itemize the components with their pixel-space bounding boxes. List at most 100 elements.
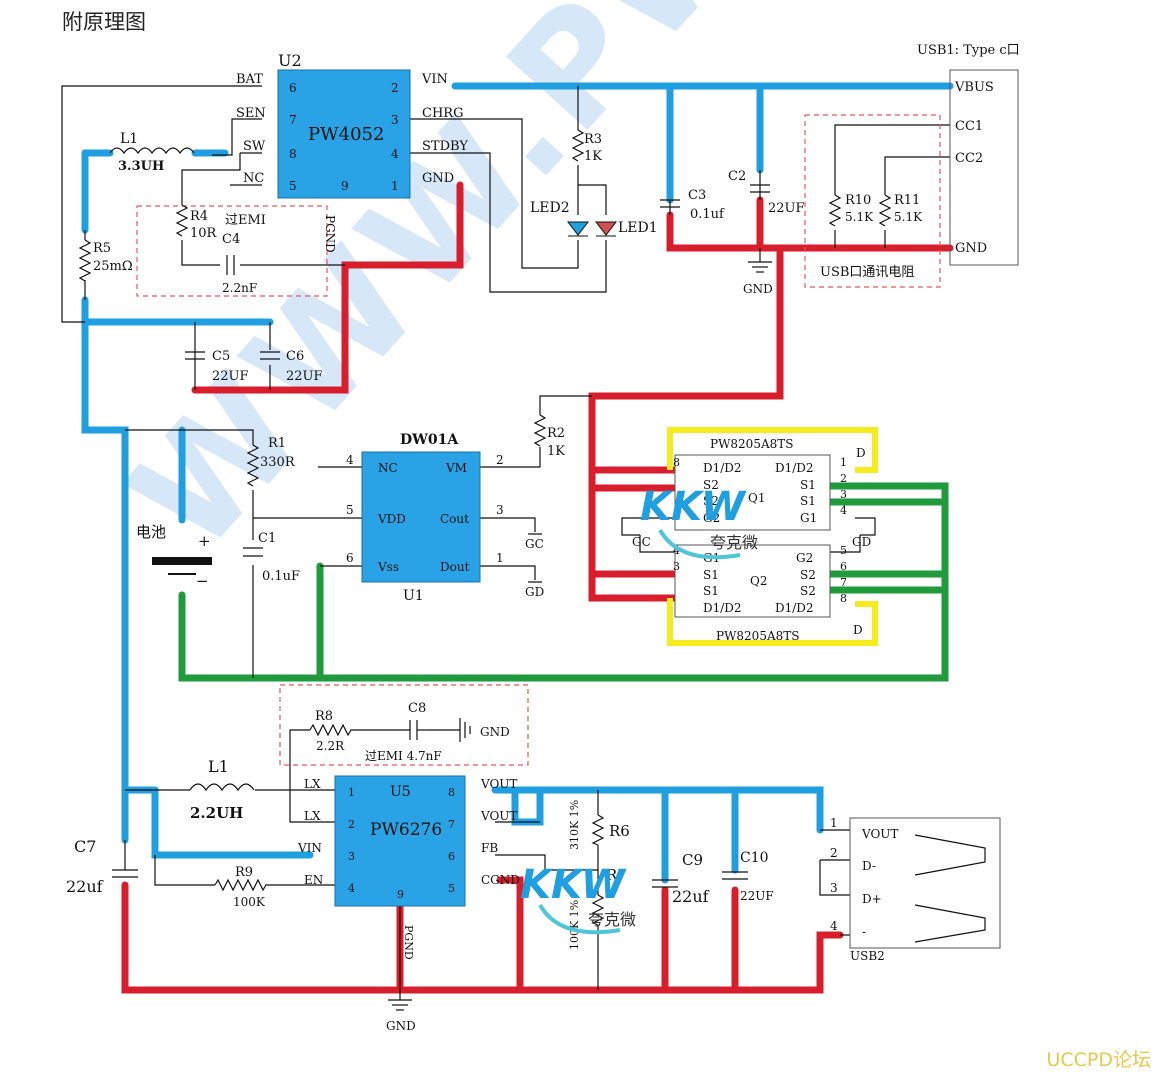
c3-ref: C3 bbox=[688, 188, 706, 203]
q2-ref: Q2 bbox=[750, 574, 767, 588]
r6-value: 310K 1% bbox=[568, 800, 581, 850]
r2-ref: R2 bbox=[547, 426, 565, 441]
boost-passives bbox=[112, 718, 748, 1011]
r11-ref: R11 bbox=[894, 193, 920, 208]
u2-pin8: 8 bbox=[289, 147, 297, 161]
c1-ref: C1 bbox=[258, 531, 276, 546]
q1-d1d2-right: D1/D2 bbox=[775, 461, 814, 475]
emi2-label: 过EMI 4.7nF bbox=[365, 749, 442, 763]
boost-ic-u5: U5 PW6276 LX 1 LX 2 VIN 3 EN 4 9 VOUT 8 … bbox=[297, 775, 520, 960]
u2-pin-sen: SEN bbox=[236, 106, 266, 121]
u5-pin-vout8: VOUT bbox=[480, 777, 517, 791]
u1-part: DW01A bbox=[400, 432, 459, 448]
resistor-r1 bbox=[246, 444, 260, 487]
u5-pin6: 6 bbox=[448, 850, 455, 863]
u1-pin2: 2 bbox=[496, 453, 504, 467]
u2-pin2: 2 bbox=[391, 81, 399, 95]
u2-pin-vin: VIN bbox=[421, 72, 448, 87]
u5-pin2: 2 bbox=[348, 818, 355, 831]
dashed-boxes bbox=[136, 114, 941, 766]
q2-pin7: 7 bbox=[840, 576, 847, 589]
q2-g2: G2 bbox=[796, 551, 813, 565]
u2-part: PW4052 bbox=[308, 124, 384, 145]
kkw-name-bottom: 夸克微 bbox=[588, 910, 636, 929]
r4-ref: R4 bbox=[190, 209, 208, 224]
u2-pin1: 1 bbox=[391, 179, 399, 193]
c5-ref: C5 bbox=[212, 349, 230, 364]
u1-ref: U1 bbox=[403, 588, 424, 604]
r11-value: 5.1K bbox=[894, 210, 923, 224]
c3-value: 0.1uf bbox=[690, 207, 725, 222]
resistor-r10 bbox=[828, 194, 842, 227]
resistor-r7 bbox=[591, 894, 605, 926]
usb2-pin4: 4 bbox=[830, 919, 838, 933]
battery bbox=[152, 557, 212, 575]
mosfet-q2: PW8205A8TS G1 S1 S1 D1/D2 G2 S2 S2 D1/D2… bbox=[674, 544, 831, 643]
r10-value: 5.1K bbox=[845, 210, 874, 224]
battery-label: 电池 bbox=[136, 523, 166, 541]
c7-value: 22uf bbox=[66, 877, 104, 896]
top-part-labels: L1 3.3UH R3 1K R4 10R 过EMI C4 2.2nF R5 2… bbox=[93, 131, 923, 384]
u1-pin-vdd: VDD bbox=[377, 512, 406, 526]
u2-pin6: 6 bbox=[289, 81, 297, 95]
mosfet-q1: PW8205A8TS D1/D2 S2 S2 G2 D1/D2 S1 S1 G1… bbox=[674, 437, 831, 531]
u5-pin-vin: VIN bbox=[297, 841, 322, 855]
kkw-name-top: 夸克微 bbox=[710, 533, 758, 552]
l1-boost-ref: L1 bbox=[208, 757, 229, 776]
u2-pin5: 5 bbox=[289, 179, 297, 193]
u5-pin-lx1: LX bbox=[304, 777, 321, 791]
resistor-r11 bbox=[878, 194, 892, 227]
mosfet-pins: 8 1 2 3 4 4 3 5 6 7 8 D D GC GD bbox=[632, 446, 871, 637]
u1-pin-vss: Vss bbox=[377, 560, 399, 574]
u2-pin-nc: NC bbox=[243, 171, 264, 186]
u5-pin1: 1 bbox=[348, 786, 355, 799]
q2-s1-b: S1 bbox=[703, 584, 719, 598]
r2-value: 1K bbox=[547, 444, 565, 459]
r5-value: 25mΩ bbox=[93, 259, 133, 274]
q1-d-label: D bbox=[856, 446, 866, 460]
q1-pin2: 2 bbox=[840, 472, 847, 485]
q1-ref: Q1 bbox=[748, 491, 765, 505]
u1-pin6: 6 bbox=[346, 551, 354, 565]
u5-pin9: 9 bbox=[397, 888, 404, 901]
q1-pin1: 1 bbox=[840, 456, 847, 469]
q2-pin4: 4 bbox=[673, 544, 680, 557]
q2-d1d2-right: D1/D2 bbox=[775, 601, 814, 615]
resistor-r9 bbox=[214, 878, 275, 892]
led2 bbox=[566, 221, 590, 237]
forum-watermark: UCCPD论坛 bbox=[1046, 1049, 1151, 1071]
u5-pin5: 5 bbox=[448, 882, 455, 895]
u5-pin3: 3 bbox=[348, 850, 355, 863]
q2-pin5: 5 bbox=[840, 544, 847, 557]
q1-s1-b: S1 bbox=[800, 494, 816, 508]
q2-s2-b: S2 bbox=[800, 584, 816, 598]
l1-top-ref: L1 bbox=[120, 131, 138, 147]
usb1-gnd: GND bbox=[955, 241, 987, 256]
gnd-emi-label: GND bbox=[480, 725, 510, 739]
gnd-bottom-label: GND bbox=[386, 1019, 416, 1033]
u1-pin3: 3 bbox=[496, 503, 504, 517]
u1-pin-vm: VM bbox=[445, 461, 467, 475]
q2-d1d2-left: D1/D2 bbox=[703, 601, 742, 615]
q1-s1-a: S1 bbox=[800, 478, 816, 492]
u5-pin-fb: FB bbox=[481, 841, 498, 855]
kkw-logo-bottom: KKW 夸克微 bbox=[520, 862, 636, 935]
u5-pin7: 7 bbox=[448, 818, 455, 831]
c1-value: 0.1uF bbox=[262, 569, 300, 584]
gnd-top-label: GND bbox=[743, 282, 773, 296]
u2-pin4: 4 bbox=[391, 147, 399, 161]
usb2-dp: D+ bbox=[862, 892, 882, 906]
usb2-pin3: 3 bbox=[830, 881, 838, 895]
c5-value: 22UF bbox=[212, 369, 249, 384]
r1-value: 330R bbox=[260, 455, 296, 470]
r8-ref: R8 bbox=[315, 709, 333, 724]
c2-value: 22UF bbox=[768, 201, 805, 216]
kkw-brand-top: KKW bbox=[640, 484, 747, 530]
q1-pin8: 8 bbox=[673, 456, 680, 469]
u1-pin4: 4 bbox=[346, 453, 354, 467]
usb2-connector: VOUT D- D+ - USB2 1 2 3 4 bbox=[830, 816, 1001, 963]
u2-pgnd: PGND bbox=[323, 215, 337, 253]
q-gd-label: GD bbox=[852, 535, 871, 549]
inductor-l1-top bbox=[109, 147, 195, 155]
u1-pin-dout: Dout bbox=[440, 560, 470, 574]
